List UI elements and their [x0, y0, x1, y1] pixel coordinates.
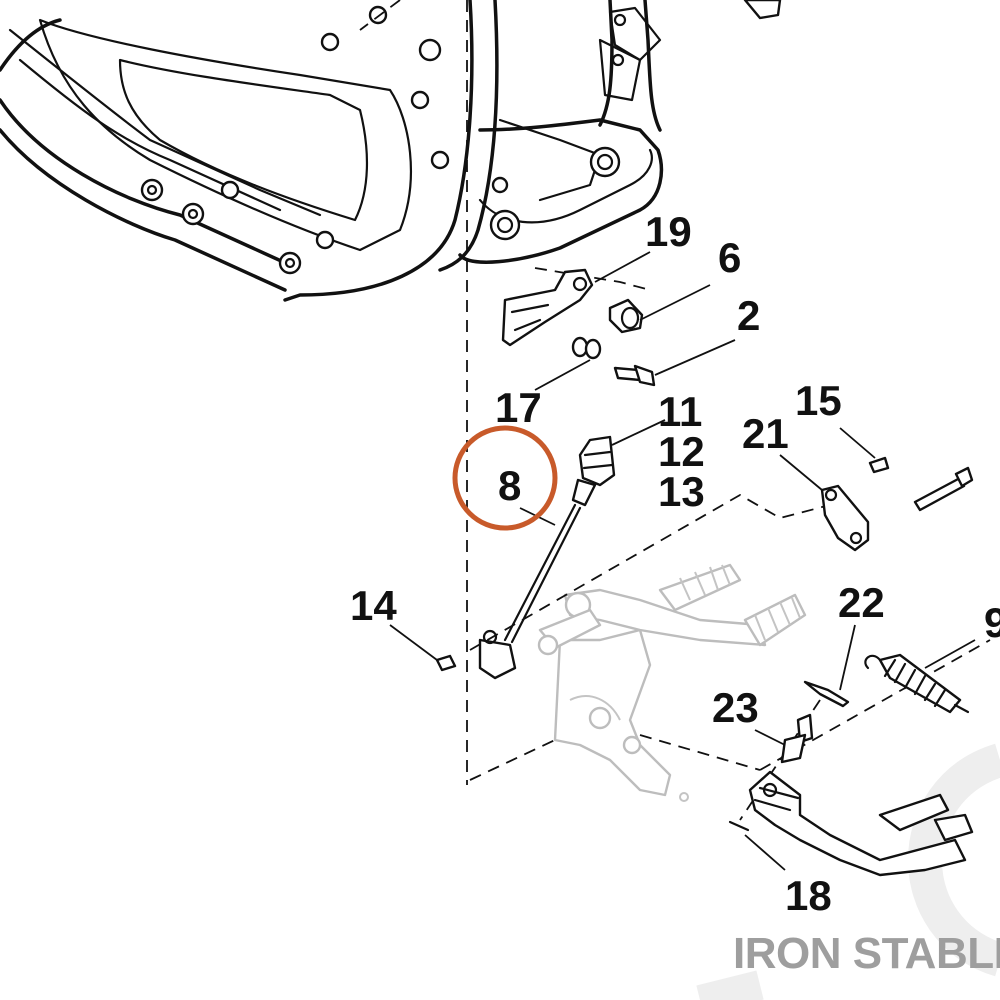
part-19-bracket	[501, 268, 594, 347]
highlight-circle	[452, 425, 558, 531]
callout-18: 18	[785, 872, 832, 919]
watermark-text: IRON STABLE	[733, 929, 1000, 978]
callout-6: 6	[718, 234, 741, 281]
part-21-plate	[820, 484, 870, 552]
frame-bolt-bosses	[140, 5, 450, 275]
part-8-sensor	[478, 435, 616, 680]
part-9-spring	[864, 653, 970, 714]
part-23-pin	[780, 713, 814, 764]
callout-labels: 19 6 2 17 11 12 13 8 15 21 14 22 9 23 18	[350, 208, 1000, 919]
part-6-grommet	[608, 298, 644, 334]
ghost-footpeg-assembly	[537, 563, 807, 802]
callout-15: 15	[795, 377, 842, 424]
part-17-washers	[571, 336, 602, 360]
callout-9: 9	[984, 599, 1000, 646]
callout-11: 11	[658, 388, 702, 435]
part-2-screw	[613, 364, 656, 387]
leader-lines	[389, 251, 976, 871]
callout-21: 21	[742, 410, 789, 457]
callout-14: 14	[350, 582, 397, 629]
callout-17: 17	[495, 384, 542, 431]
callout-2: 2	[737, 292, 760, 339]
part-18-pin	[728, 820, 750, 832]
part-22-clip	[803, 680, 850, 708]
frame-assembly	[0, 0, 664, 302]
part-kickstand	[748, 770, 974, 877]
callout-12: 12	[658, 428, 705, 475]
part-15-screw	[868, 456, 890, 474]
part-14-screw	[435, 654, 457, 672]
callout-23: 23	[712, 684, 759, 731]
callout-19: 19	[645, 208, 692, 255]
part-top-right	[743, 0, 782, 20]
callout-22: 22	[838, 579, 885, 626]
part-long-bolt	[913, 466, 974, 512]
callout-8: 8	[498, 462, 521, 509]
callout-13: 13	[658, 468, 705, 515]
